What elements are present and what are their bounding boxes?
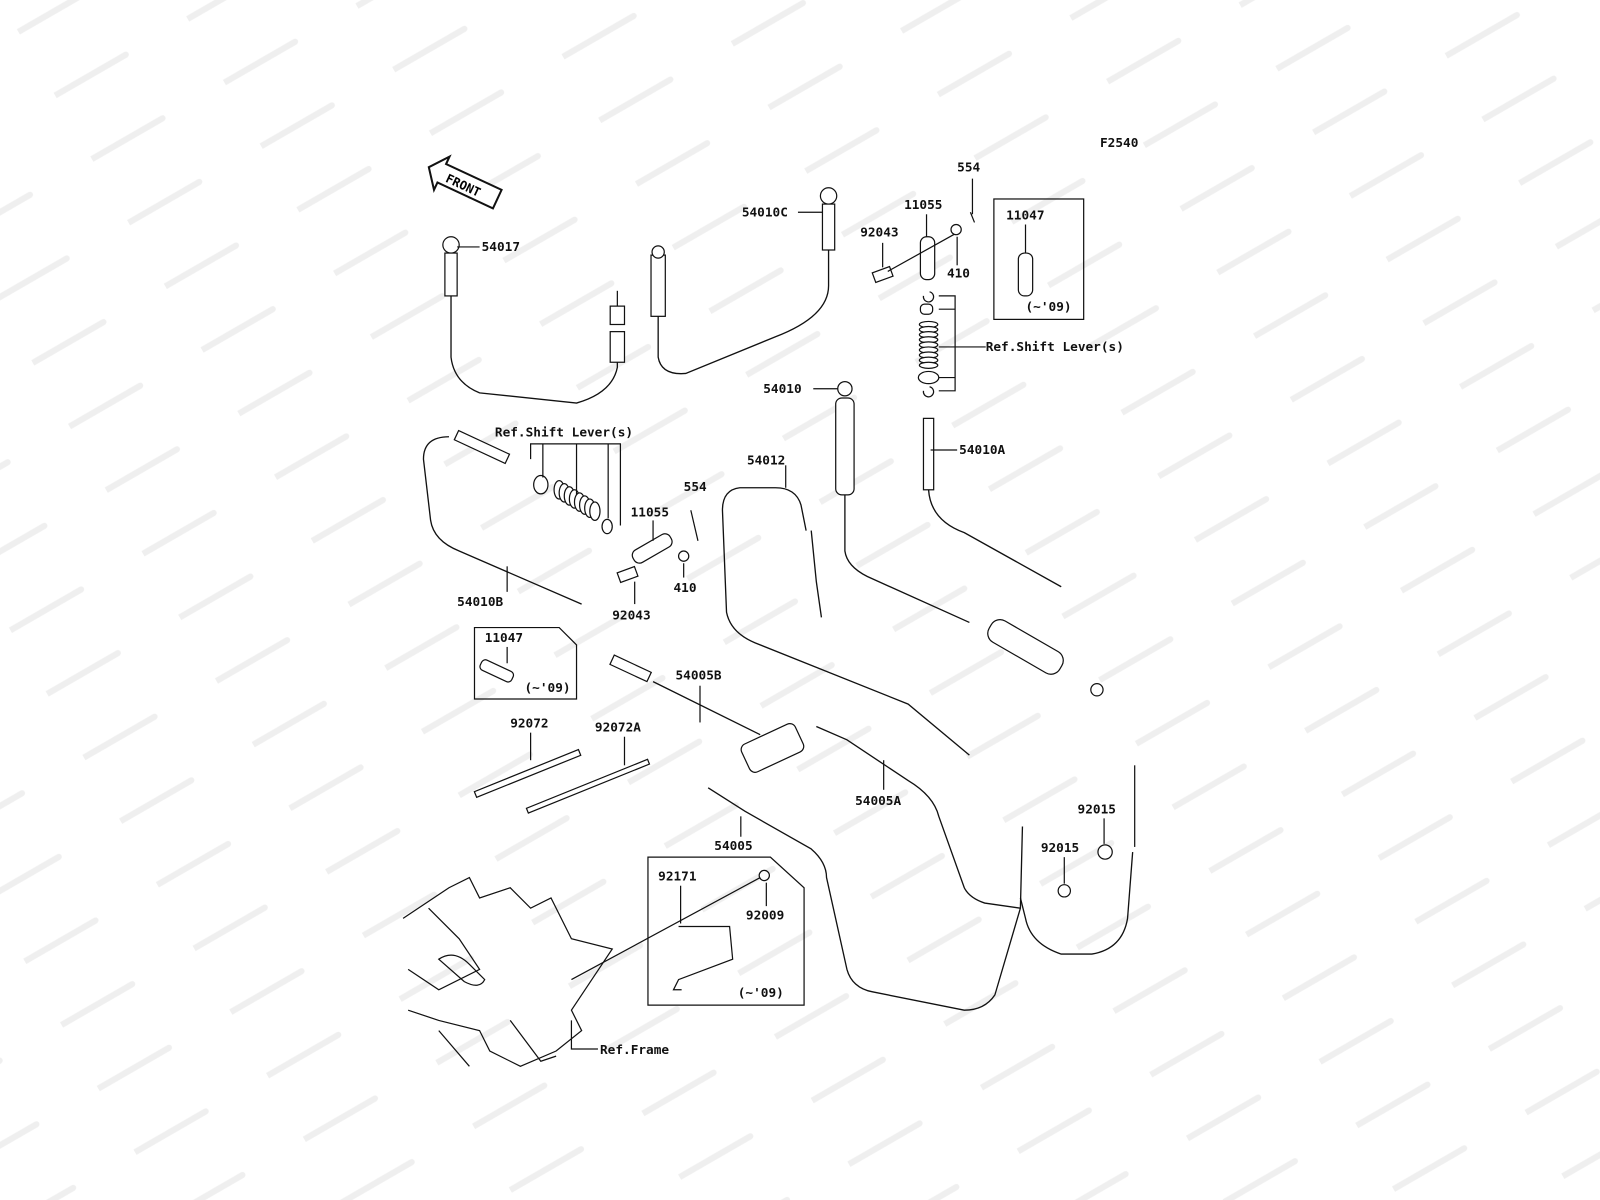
label-11047-top: 11047 (1006, 208, 1044, 223)
cable-joint-block (740, 722, 805, 773)
joint-11055-mid (631, 533, 673, 564)
nut-92015-b (1057, 884, 1072, 898)
pin-92043-top (871, 265, 894, 284)
joint-11055-top (919, 236, 936, 281)
label-ver09-mid: (~'09) (524, 681, 570, 696)
label-54010A: 54010A (959, 443, 1005, 458)
cable-tie-92072 (473, 748, 582, 799)
label-ver09-top: (~'09) (1026, 300, 1072, 315)
cable-54005 (707, 787, 1024, 1011)
shift-lever-stack-left (530, 443, 622, 535)
washer-410-top (950, 223, 962, 236)
shift-lever-stack (917, 291, 986, 398)
cotter-pin-554-top (969, 178, 976, 223)
cable-54017 (442, 236, 626, 404)
label-11047-mid: 11047 (485, 631, 523, 646)
spring-coil (918, 361, 939, 369)
label-54005B: 54005B (676, 669, 722, 684)
joint-11047-top (1017, 252, 1034, 297)
label-54017: 54017 (482, 240, 520, 255)
cable-tie-92072A (525, 758, 651, 814)
label-554-top: 554 (957, 160, 980, 175)
washer-410-mid (677, 550, 690, 562)
bolt-92009 (758, 869, 770, 882)
label-ref-shift-left: Ref.Shift Lever(s) (495, 426, 633, 441)
cable-54005A (816, 725, 1136, 955)
label-92171: 92171 (658, 870, 697, 885)
label-54010C: 54010C (742, 205, 788, 220)
frame-reference (402, 876, 614, 1068)
cable-54010 (835, 381, 1104, 697)
label-ref-frame: Ref.Frame (600, 1043, 669, 1058)
figure-code: F2540 (1100, 136, 1138, 151)
nut-92015-a (1097, 844, 1113, 860)
label-410-top: 410 (947, 267, 970, 282)
label-54012: 54012 (747, 453, 785, 468)
label-54005A: 54005A (855, 794, 901, 809)
label-92043-top: 92043 (860, 226, 898, 241)
label-ref-shift-right: Ref.Shift Lever(s) (986, 340, 1124, 355)
pin-92043-mid (616, 565, 639, 584)
label-92015-a: 92015 (1078, 802, 1116, 817)
variant-box-11047-mid (473, 626, 578, 700)
label-92043-mid: 92043 (612, 608, 650, 623)
label-410-mid: 410 (673, 581, 696, 596)
variant-box-11047-top (993, 198, 1085, 320)
label-11055-mid: 11055 (631, 505, 669, 520)
cable-54012 (721, 487, 970, 756)
bracket-92171 (672, 925, 734, 991)
label-ver09-bot: (~'09) (738, 986, 784, 1001)
cable-54005B (609, 654, 805, 773)
label-54005: 54005 (714, 839, 752, 854)
cable-54010A (922, 417, 1062, 588)
cable-54010B (422, 429, 582, 605)
label-92072A: 92072A (595, 721, 641, 736)
variant-box-92171 (647, 856, 805, 1006)
label-11055-top: 11055 (904, 198, 942, 213)
label-554-mid: 554 (684, 480, 707, 495)
joint-11047-mid (479, 659, 515, 683)
label-92015-b: 92015 (1041, 841, 1079, 856)
cotter-pin-554-mid (690, 510, 699, 541)
spring-coil (589, 501, 601, 522)
label-92009: 92009 (746, 908, 784, 923)
cable-54010C (650, 187, 838, 375)
label-54010: 54010 (763, 382, 801, 397)
label-54010B: 54010B (457, 595, 503, 610)
label-92072: 92072 (510, 717, 548, 732)
